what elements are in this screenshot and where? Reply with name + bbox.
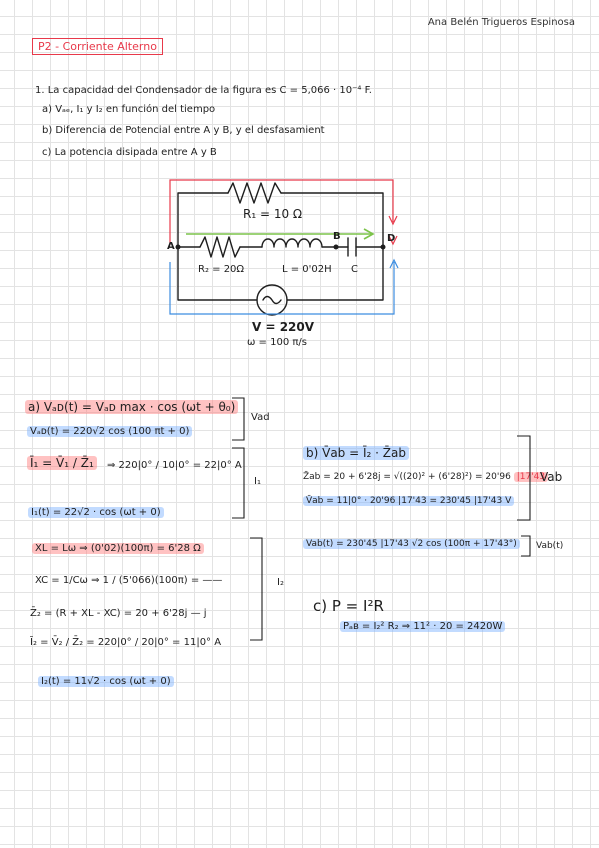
author-name: Ana Belén Trigueros Espinosa [427, 17, 575, 28]
bracket-vab-time [521, 535, 531, 557]
vad-formula: a) Vₐᴅ(t) = Vₐᴅ max · cos (ωt + θ₀) [25, 400, 239, 414]
i2-label: I₂ [277, 577, 284, 588]
label-node-b: B [333, 231, 341, 242]
vab-time: Vab(t) = 230'45 |17'43 √2 cos (100π + 17… [303, 539, 520, 550]
problem-statement: 1. La capacidad del Condensador de la fi… [35, 85, 372, 96]
vab-label: Vab [540, 470, 563, 484]
bracket-i2 [250, 537, 263, 641]
xc-calc: XC = 1/Cω ⇒ 1 / (5'066)(100π) = —— [35, 575, 223, 586]
power-calc: Pₐʙ = I₂² R₂ ⇒ 11² · 20 = 2420W [340, 621, 506, 633]
bracket-vad [232, 397, 245, 441]
node-b-dot [333, 244, 339, 250]
resistor-r1 [227, 182, 282, 204]
resistor-r2 [199, 236, 241, 258]
vad-label: Vad [251, 412, 270, 423]
z2-calc: Z̄₂ = (R + XL - XC) = 20 + 6'28j — j [30, 608, 207, 619]
vab-phasor: b) V̄ab = Ī₂ · Z̄ab [303, 446, 409, 460]
i2-time: I₂(t) = 11√2 · cos (ωt + 0) [38, 676, 174, 688]
problem-part-b: b) Diferencia de Potencial entre A y B, … [42, 125, 325, 136]
ac-source-wave [262, 295, 282, 305]
wire-top-right [280, 192, 384, 248]
i1-phasor: Ī₁ = V̄₁ / Z̄₁ [27, 456, 97, 470]
wire-bottom-right [286, 246, 384, 301]
vab-value: V̄ab = 11|0° · 20'96 |17'43 = 230'45 |17… [303, 496, 515, 507]
problem-part-a: a) Vₐₑ, I₁ y I₂ en función del tiempo [42, 104, 216, 115]
green-arrow [186, 228, 375, 240]
label-r2: R₂ = 20Ω [198, 264, 245, 275]
label-l: L = 0'02H [282, 264, 332, 275]
blue-current-path [169, 258, 399, 315]
label-c: C [351, 264, 358, 275]
zab-angle: |17'43 [513, 472, 549, 482]
label-r1: R₁ = 10 Ω [243, 207, 303, 221]
vad-value: Vₐᴅ(t) = 220√2 cos (100 πt + 0) [27, 426, 193, 438]
zab-calc: Z̄ab = 20 + 6'28j = √((20)² + (6'28)²) =… [303, 472, 549, 483]
node-a-dot [175, 244, 181, 250]
i1-label: I₁ [254, 476, 261, 487]
inductor-l [261, 238, 323, 248]
label-node-a: A [167, 241, 175, 252]
label-node-d: D [387, 233, 396, 244]
power-formula: c) P = I²R [313, 597, 384, 615]
problem-part-c: c) La potencia disipada entre A y B [42, 147, 217, 158]
i1-time: I₁(t) = 22√2 · cos (ωt + 0) [28, 507, 164, 519]
xl-calc: XL = Lω ⇒ (0'02)(100π) = 6'28 Ω [32, 543, 204, 555]
wire-bottom-left [177, 246, 258, 301]
i2-phasor: Ī₂ = V̄₂ / Z̄₂ = 220|0° / 20|0° = 11|0° … [30, 637, 222, 648]
label-voltage: V = 220V [252, 320, 315, 334]
bracket-i1 [232, 447, 245, 519]
bracket-vab [517, 435, 531, 521]
label-omega: ω = 100 π/s [247, 337, 307, 348]
vab-time-label: Vab(t) [536, 541, 564, 551]
page-title: P2 - Corriente Alterno [32, 38, 163, 55]
wire-top-left [177, 192, 229, 248]
i1-calc: ⇒ 220|0° / 10|0° = 22|0° A [107, 460, 242, 471]
red-current-path [169, 179, 398, 246]
node-d-dot [380, 244, 386, 250]
